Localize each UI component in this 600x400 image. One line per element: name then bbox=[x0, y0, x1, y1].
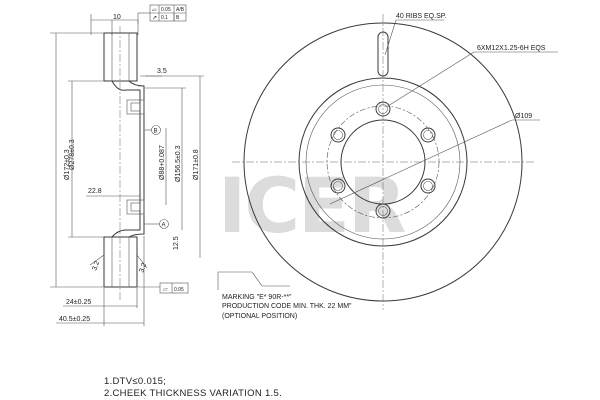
dim-22-8: 22.8 bbox=[88, 188, 102, 195]
flatness-bottom-value: 0.05 bbox=[174, 287, 184, 293]
tolerance-frame: ⏥ ↗ 0.05 A/B 0.1 B bbox=[137, 4, 187, 24]
dim-hub-diameter: Ø156.5±0.3 bbox=[175, 145, 182, 182]
runout-datum: B bbox=[176, 15, 180, 21]
flatness-datum: A/B bbox=[176, 7, 185, 13]
dim-overall-height: 40.5±0.25 bbox=[59, 316, 90, 323]
dim-disc-diameter: Ø278±0.3 bbox=[69, 139, 76, 170]
dim-angle-left: 3.2 bbox=[91, 260, 101, 272]
label-ribs: 40 RIBS EQ.SP. bbox=[396, 13, 447, 20]
marking-line-1: MARKING "E* 90R-**" bbox=[222, 294, 292, 301]
datum-b: B bbox=[154, 129, 158, 135]
side-section-view: 10 3.5 B A Ø278±0.3 bbox=[50, 14, 204, 326]
front-view: 40 RIBS EQ.SP. 6XM12X1.25-6H EQS Ø109 bbox=[217, 13, 558, 310]
bolt-hole bbox=[330, 178, 346, 194]
dim-3-5: 3.5 bbox=[157, 68, 167, 75]
dim-12-5: 12.5 bbox=[173, 236, 180, 250]
dim-10: 10 bbox=[113, 14, 121, 21]
marking-line-3: (OPTIONAL POSITION) bbox=[222, 313, 297, 320]
flatness-value: 0.05 bbox=[161, 7, 171, 13]
dim-outer-hub-diameter: Ø171±0.8 bbox=[193, 149, 200, 180]
note-1: 1.DTV≤0.015; bbox=[104, 376, 166, 387]
flatness-symbol: ⏥ bbox=[152, 8, 157, 14]
bolt-hole bbox=[420, 178, 436, 194]
dim-angle-right: 3.2 bbox=[138, 262, 148, 274]
dim-friction-diameter: Ø172±0.3 bbox=[64, 149, 71, 180]
bolt-hole bbox=[330, 127, 346, 143]
note-2: 2.CHEEK THICKNESS VARIATION 1.5. bbox=[104, 388, 282, 399]
rib-slot bbox=[377, 31, 389, 77]
runout-value: 0.1 bbox=[161, 15, 168, 21]
label-holes: 6XM12X1.25-6H EQS bbox=[477, 45, 546, 52]
runout-symbol: ↗ bbox=[152, 16, 157, 22]
watermark-logo: ICER bbox=[218, 161, 405, 250]
marking-line-2: PRODUCTION CODE MIN. THK. 22 MM" bbox=[222, 303, 352, 310]
dim-pilot-diameter: Ø88+0.087 bbox=[159, 145, 166, 180]
label-pcd: Ø109 bbox=[515, 113, 532, 120]
dim-thickness: 24±0.25 bbox=[66, 299, 91, 306]
bolt-hole bbox=[420, 127, 436, 143]
general-notes: 1.DTV≤0.015; 2.CHEEK THICKNESS VARIATION… bbox=[104, 376, 282, 399]
flatness-icon-bottom: ⏥ bbox=[163, 287, 168, 293]
marking-note: MARKING "E* 90R-**" PRODUCTION CODE MIN.… bbox=[222, 294, 352, 320]
datum-a: A bbox=[162, 223, 166, 229]
